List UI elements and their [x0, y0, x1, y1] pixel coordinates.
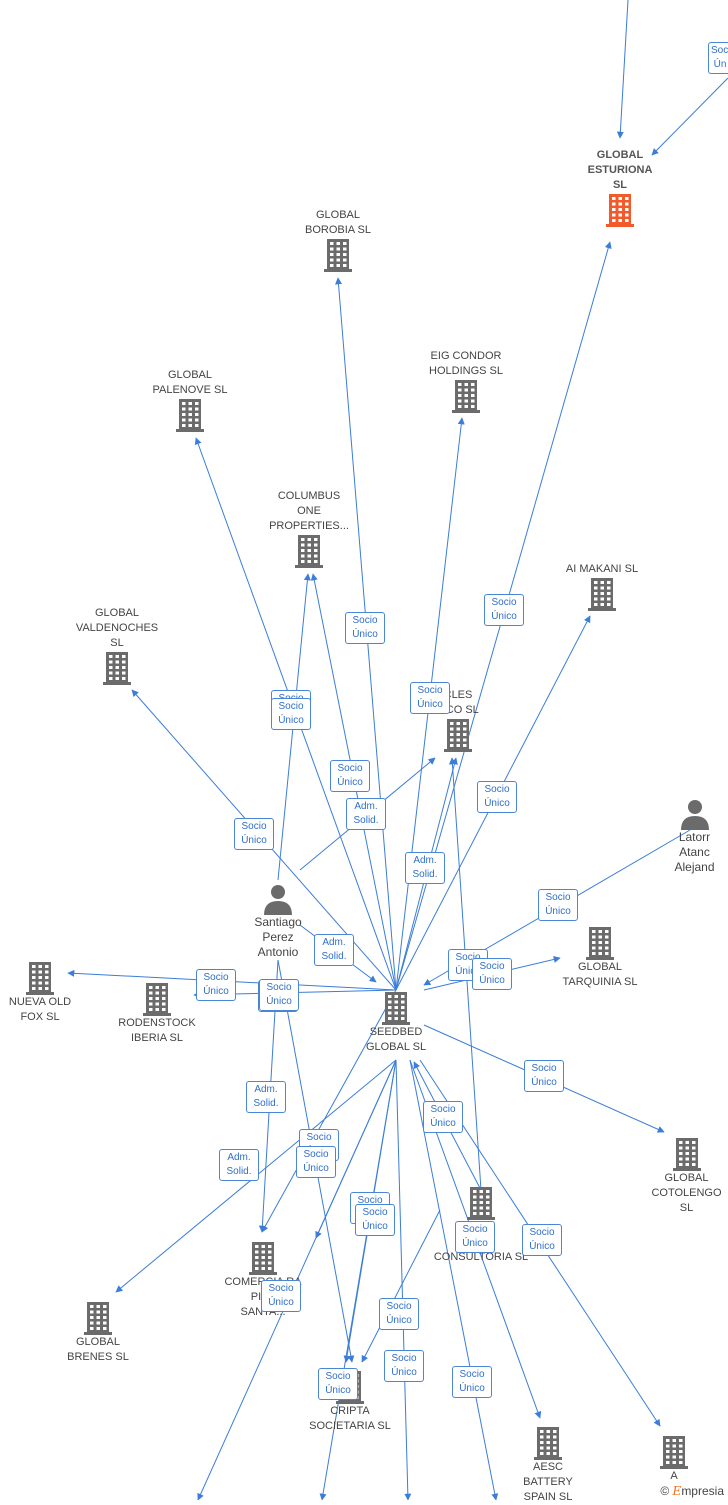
node-label: GLOBAL BOROBIA SL: [304, 209, 372, 236]
relation-label[interactable]: Socio Único: [472, 958, 512, 990]
node-latorre[interactable]: Latorr Atanc Alejand: [661, 798, 728, 875]
building-icon: [534, 1427, 562, 1460]
node-santiago[interactable]: Santiago Perez Antonio: [223, 883, 333, 960]
building-icon: [103, 652, 131, 685]
node-columbus-one[interactable]: COLUMBUS ONE PROPERTIES...: [254, 489, 364, 568]
building-icon: [143, 983, 171, 1016]
node-label: GLOBAL VALDENOCHES SL: [75, 607, 159, 649]
edge-18: [319, 1059, 397, 1500]
node-label: AESC BATTERY SPAIN SL: [523, 1461, 573, 1503]
relation-label[interactable]: Socio Ún: [708, 42, 728, 74]
node-label: GLOBAL PALENOVE SL: [152, 369, 228, 396]
node-label: Santiago Perez Antonio: [254, 915, 302, 959]
relation-label[interactable]: Socio Único: [379, 1298, 419, 1330]
edge-31: [616, 0, 629, 139]
building-icon: [588, 578, 616, 611]
relation-label[interactable]: Socio Único: [271, 698, 311, 730]
person-icon: [264, 885, 292, 915]
relation-label[interactable]: Adm. Solid.: [314, 934, 354, 966]
relation-label[interactable]: Socio Único: [410, 682, 450, 714]
node-global-brenes[interactable]: GLOBAL BRENES SL: [43, 1301, 153, 1365]
person-icon: [680, 800, 709, 830]
building-icon: [324, 239, 352, 272]
relation-label[interactable]: Socio Único: [296, 1146, 336, 1178]
brand-initial: E: [672, 1484, 682, 1498]
relation-label[interactable]: Socio Único: [538, 889, 578, 921]
relation-label[interactable]: Socio Único: [355, 1204, 395, 1236]
node-seedbed[interactable]: SEEDBED GLOBAL SL: [341, 991, 451, 1055]
node-aesc[interactable]: AESC BATTERY SPAIN SL: [493, 1426, 603, 1505]
node-global-valdenoches[interactable]: GLOBAL VALDENOCHES SL: [62, 606, 172, 685]
edge-11: [261, 989, 397, 1233]
relation-label[interactable]: Adm. Solid.: [405, 852, 445, 884]
node-bottom-right[interactable]: A: [620, 1435, 728, 1484]
relation-label[interactable]: Socio Único: [522, 1224, 562, 1256]
brand-watermark: © Empresia: [660, 1484, 724, 1498]
edge-24: [361, 1209, 441, 1363]
node-label: Latorr Atanc Alejand: [674, 830, 715, 874]
node-label: EIG CONDOR HOLDINGS SL: [429, 350, 503, 377]
relation-label[interactable]: Socio Único: [455, 1221, 495, 1253]
building-icon: [444, 719, 472, 752]
relation-label[interactable]: Socio Único: [234, 818, 274, 850]
building-icon: [84, 1302, 112, 1335]
node-nueva-old-fox[interactable]: NUEVA OLD FOX SL: [0, 961, 95, 1025]
node-global-tarquinia[interactable]: GLOBAL TARQUINIA SL: [545, 926, 655, 990]
node-eig-condor[interactable]: EIG CONDOR HOLDINGS SL: [411, 349, 521, 413]
relation-label[interactable]: Socio Único: [330, 760, 370, 792]
relation-label[interactable]: Socio Único: [423, 1101, 463, 1133]
relation-label[interactable]: Adm. Solid.: [246, 1081, 286, 1113]
node-label: A: [670, 1470, 678, 1482]
relation-label[interactable]: Socio Único: [477, 781, 517, 813]
node-label: GLOBAL ESTURIONA SL: [587, 149, 653, 191]
brand-name: mpresia: [681, 1484, 724, 1498]
building-icon: [26, 962, 54, 995]
building-icon: [295, 535, 323, 568]
building-icon: [467, 1187, 495, 1220]
node-label: GLOBAL TARQUINIA SL: [562, 961, 638, 988]
node-ai-makani[interactable]: AI MAKANI SL: [547, 562, 657, 611]
edge-16: [395, 1059, 412, 1500]
relation-label[interactable]: Socio Único: [318, 1368, 358, 1400]
node-global-cotolengo[interactable]: GLOBAL COTOLENGO SL: [645, 1137, 728, 1216]
node-global-palenove[interactable]: GLOBAL PALENOVE SL: [135, 368, 245, 432]
relation-label[interactable]: Socio Único: [384, 1350, 424, 1382]
relation-label[interactable]: Adm. Solid.: [346, 798, 386, 830]
node-global-esturiona[interactable]: GLOBAL ESTURIONA SL: [565, 148, 675, 227]
node-label: SEEDBED GLOBAL SL: [365, 1026, 427, 1053]
node-label: NUEVA OLD FOX SL: [8, 996, 72, 1023]
relation-label[interactable]: Socio Único: [196, 969, 236, 1001]
node-label: CRIPTA SOCIETARIA SL: [309, 1405, 391, 1432]
node-comercial[interactable]: COMERCIA RA PIZA SANTA...: [208, 1241, 318, 1320]
node-label: RODENSTOCK IBERIA SL: [118, 1017, 196, 1044]
relation-label[interactable]: Adm. Solid.: [219, 1149, 259, 1181]
building-icon: [672, 1138, 701, 1171]
node-label: GLOBAL BRENES SL: [67, 1336, 129, 1363]
node-label: COLUMBUS ONE PROPERTIES...: [269, 490, 349, 532]
building-icon: [382, 992, 410, 1025]
building-icon: [606, 194, 634, 227]
building-icon: [586, 927, 614, 960]
edge-19: [409, 1059, 499, 1500]
relation-label[interactable]: Socio Único: [484, 594, 524, 626]
node-rodenstock[interactable]: RODENSTOCK IBERIA SL: [102, 982, 212, 1046]
building-icon: [452, 380, 480, 413]
building-icon: [176, 399, 204, 432]
edge-32: [651, 77, 728, 156]
relation-label[interactable]: Socio Único: [345, 612, 385, 644]
node-label: GLOBAL COTOLENGO SL: [651, 1172, 722, 1214]
node-global-borobia[interactable]: GLOBAL BOROBIA SL: [283, 208, 393, 272]
building-icon: [660, 1436, 688, 1469]
relation-label[interactable]: Socio Único: [524, 1060, 564, 1092]
relation-label[interactable]: Socio Único: [261, 1280, 301, 1312]
relation-label[interactable]: Socio Único: [259, 979, 299, 1011]
copyright-mark: ©: [660, 1484, 670, 1498]
relation-label[interactable]: Socio Único: [452, 1366, 492, 1398]
node-label: AI MAKANI SL: [565, 563, 639, 575]
building-icon: [249, 1242, 277, 1275]
